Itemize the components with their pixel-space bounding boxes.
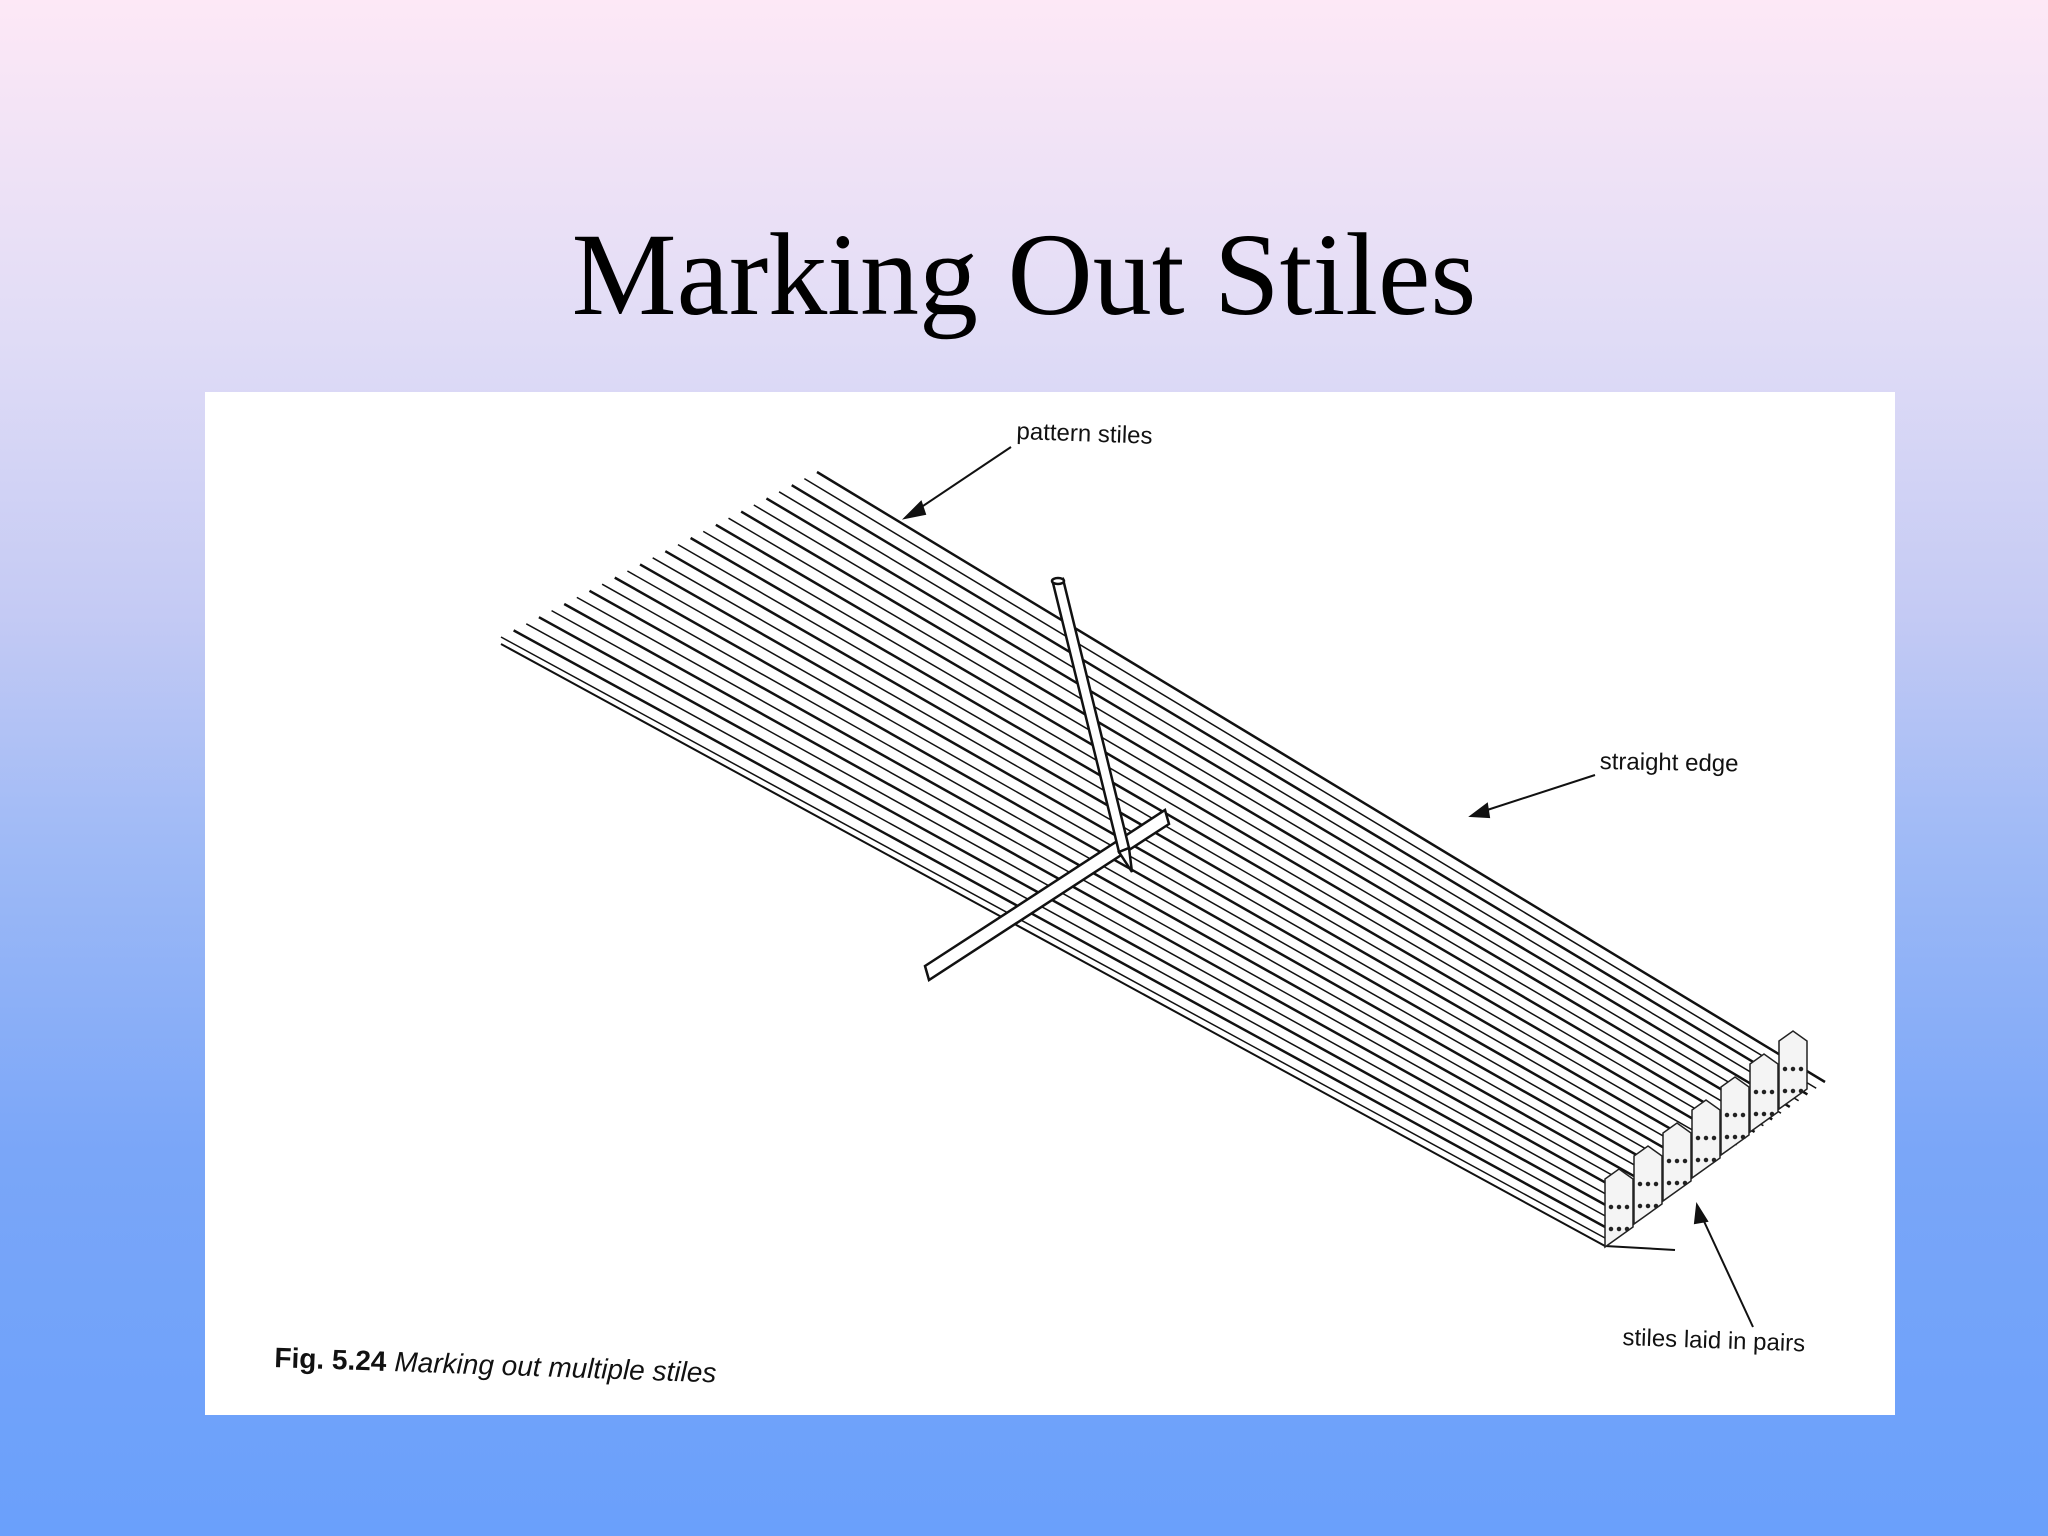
grain-dot — [1711, 1157, 1717, 1163]
grain-dot — [1624, 1226, 1630, 1232]
grain-dot — [1682, 1180, 1688, 1186]
grain-dot — [1695, 1157, 1701, 1163]
stile-line — [740, 510, 1773, 1121]
label-pattern-stiles: pattern stiles — [1016, 418, 1153, 450]
grain-dot — [1637, 1203, 1643, 1209]
stile-line — [513, 629, 1615, 1233]
grain-dot — [1761, 1111, 1767, 1117]
stile-line — [576, 596, 1659, 1202]
grain-dot — [1724, 1112, 1730, 1118]
grain-dot — [1645, 1203, 1651, 1209]
grain-dot — [1695, 1135, 1701, 1141]
stile-line — [525, 623, 1623, 1227]
grain-dot — [1724, 1134, 1730, 1140]
stile-line — [778, 491, 1799, 1102]
stiles-diagram — [500, 446, 1826, 1328]
caption-number: Fig. 5.24 — [273, 1342, 387, 1377]
pencil — [1050, 576, 1134, 873]
grain-dot — [1653, 1203, 1659, 1209]
stile-line — [816, 470, 1826, 1084]
grain-dot — [1761, 1089, 1767, 1095]
grain-dot — [1674, 1158, 1680, 1164]
grain-dot — [1703, 1135, 1709, 1141]
stile-line — [551, 609, 1641, 1214]
grain-dot — [1637, 1181, 1643, 1187]
figure-panel: pattern stiles straight edge stiles laid… — [205, 392, 1895, 1415]
leader-lines — [901, 446, 1754, 1328]
label-straight-edge: straight edge — [1599, 748, 1739, 778]
grain-dot — [1740, 1134, 1746, 1140]
grain-dot — [1616, 1226, 1622, 1232]
grain-dot — [1608, 1226, 1614, 1232]
stile-line — [500, 636, 1606, 1239]
grain-dot — [1790, 1066, 1796, 1072]
stile-line — [728, 517, 1764, 1127]
grain-dot — [1740, 1112, 1746, 1118]
grain-dot — [1732, 1112, 1738, 1118]
stile-line — [639, 563, 1703, 1171]
grain-dot — [1782, 1066, 1788, 1072]
stile-line — [791, 484, 1809, 1096]
stile-line — [753, 504, 1782, 1114]
grain-dot — [1782, 1088, 1788, 1094]
stile-line — [765, 497, 1791, 1109]
stile-line — [588, 589, 1668, 1196]
grain-dot — [1732, 1134, 1738, 1140]
stile-line — [702, 530, 1747, 1139]
grain-dot — [1798, 1088, 1804, 1094]
grain-dot — [1645, 1181, 1651, 1187]
grain-dot — [1666, 1180, 1672, 1186]
grain-dot — [1798, 1066, 1804, 1072]
stile-line — [652, 557, 1711, 1164]
stile-line — [627, 570, 1694, 1177]
grain-dot — [1790, 1088, 1796, 1094]
grain-dot — [1666, 1158, 1672, 1164]
grain-dot — [1624, 1204, 1630, 1210]
end-grain — [1604, 1030, 1808, 1249]
stile-line — [563, 602, 1650, 1208]
grain-dot — [1703, 1157, 1709, 1163]
grain-dot — [1711, 1135, 1717, 1141]
grain-dot — [1769, 1111, 1775, 1117]
stile-line — [601, 583, 1676, 1189]
straight-edge — [923, 808, 1171, 982]
stile-line — [677, 543, 1729, 1152]
stile-line — [614, 576, 1685, 1183]
grain-dot — [1608, 1204, 1614, 1210]
stile-line — [664, 550, 1721, 1158]
grain-dot — [1674, 1180, 1680, 1186]
grain-dot — [1682, 1158, 1688, 1164]
stile-line — [803, 477, 1817, 1089]
stiles-bundle — [500, 470, 1826, 1239]
stile-line — [689, 536, 1738, 1146]
board-outline — [500, 643, 1676, 1251]
stile-line — [715, 523, 1756, 1133]
grain-dot — [1769, 1089, 1775, 1095]
grain-dot — [1753, 1089, 1759, 1095]
grain-dot — [1753, 1111, 1759, 1117]
stile-line — [538, 616, 1633, 1221]
slide-title: Marking Out Stiles — [571, 209, 1477, 340]
grain-dot — [1653, 1181, 1659, 1187]
grain-dot — [1616, 1204, 1622, 1210]
